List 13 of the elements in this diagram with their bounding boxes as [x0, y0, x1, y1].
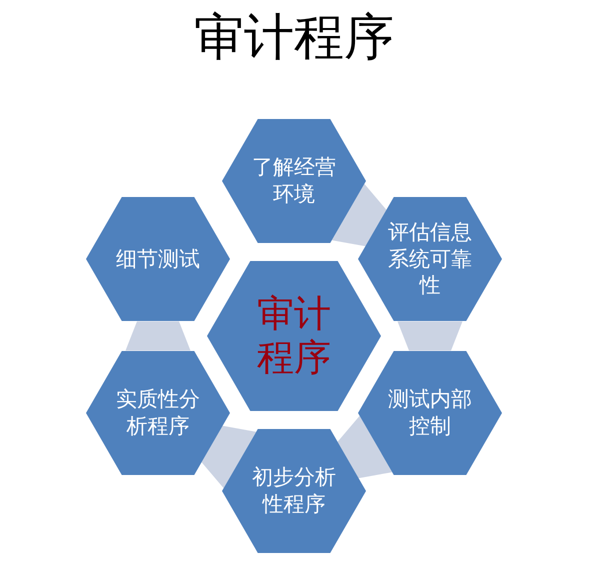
connector-band	[202, 426, 256, 488]
connector-band	[332, 184, 386, 246]
connector-band	[126, 321, 190, 351]
hexagon-label: 实质性分析程序	[115, 386, 201, 440]
connector-band	[398, 321, 462, 351]
hexagon-label: 了解经营环境	[251, 154, 337, 208]
hexagon-label: 审计程序	[256, 292, 332, 380]
title: 审计程序	[194, 10, 394, 65]
hexagon-label: 评估信息系统可靠性	[387, 218, 473, 300]
connector-band	[338, 416, 392, 478]
hexagon-label: 初步分析性程序	[251, 464, 337, 518]
hexagon-label: 细节测试	[115, 246, 201, 272]
hexagon-label: 测试内部控制	[387, 386, 473, 440]
